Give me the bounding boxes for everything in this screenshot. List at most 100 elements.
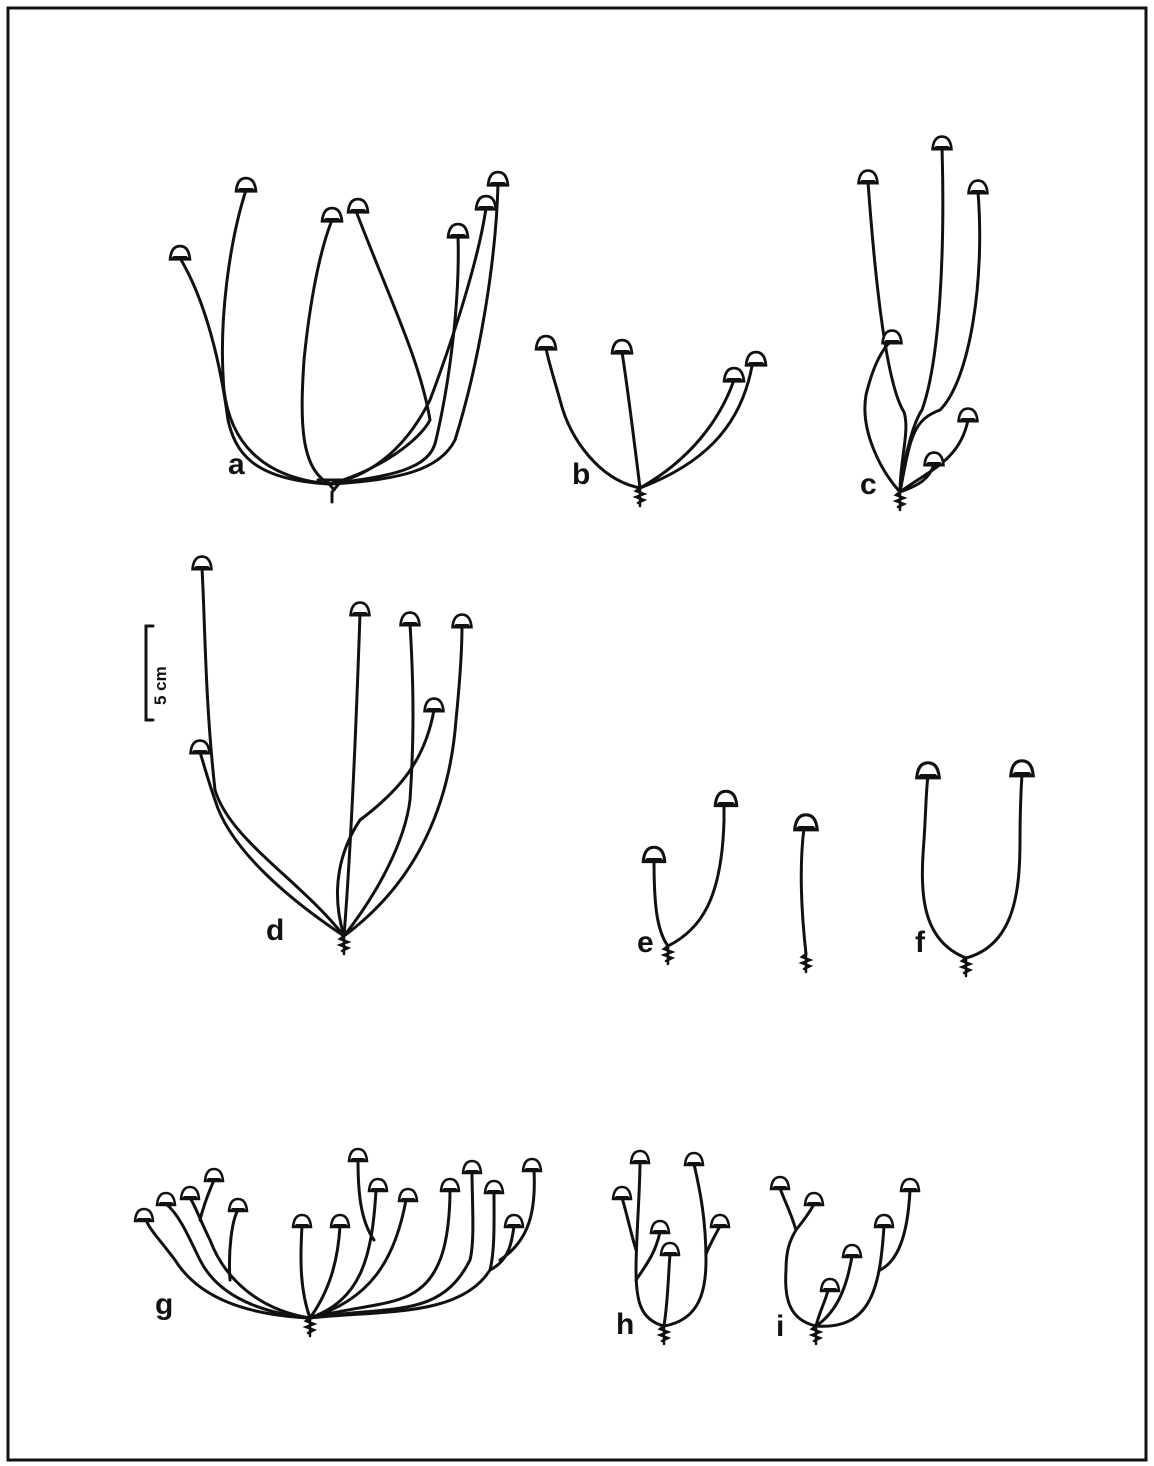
panel-label-b: b [572, 458, 590, 491]
panel-b-cap [612, 340, 632, 353]
panel-d-root-base [340, 936, 348, 954]
panel-h-stipe [706, 1226, 720, 1254]
panel-g-cap [181, 1187, 199, 1199]
panel-a-cap [476, 196, 496, 209]
panel-g-cap-gills [485, 1190, 503, 1193]
panel-e-cap-gills [643, 858, 665, 862]
panel-h-stipe [622, 1198, 636, 1250]
panel-d-stipe [200, 752, 344, 936]
panel-g-cap [399, 1189, 417, 1201]
panel-d-cap [193, 557, 212, 570]
panel-g-cap [293, 1215, 311, 1227]
panel-e-cap-gills [795, 826, 818, 830]
scale-bar: 5 cm [146, 626, 170, 720]
panel-g-cap [523, 1159, 541, 1171]
panel-h-cap-gills [613, 1196, 631, 1199]
panel-a-cap-gills [488, 182, 508, 185]
panel-i-cap [843, 1245, 861, 1257]
panel-c-cap [969, 181, 988, 194]
panel-c-root-base [896, 492, 904, 510]
panel-b-cap-gills [746, 362, 766, 365]
panel-c-stipe [900, 192, 980, 492]
panel-b-stipe [640, 366, 752, 488]
panel-label-d: d [266, 914, 284, 947]
panel-f-root-base [962, 958, 970, 976]
panel-g-cap [349, 1149, 367, 1161]
panel-g-cap-gills [441, 1188, 459, 1191]
panel-e-root-base [802, 954, 810, 972]
panel-a-stipe [330, 211, 430, 484]
panel-d-cap-gills [191, 750, 210, 753]
panel-label-h: h [616, 1308, 634, 1341]
panel-f-stipe [966, 774, 1022, 958]
panel-h-cap [711, 1215, 729, 1227]
panel-c-cap-gills [969, 190, 988, 193]
panel-g-cap [369, 1179, 387, 1191]
panel-g-cap-gills [293, 1224, 311, 1227]
panel-d-cap [351, 603, 370, 616]
panel-g-stipe [310, 1190, 376, 1318]
panel-e-root-base [664, 946, 672, 964]
panel-label-i: i [776, 1310, 784, 1343]
panel-a-cap [322, 208, 342, 221]
panel-g-cap-gills [331, 1224, 349, 1227]
panel-h-cap [685, 1153, 703, 1165]
panel-a-cap-gills [170, 256, 190, 259]
panel-g-stipe [310, 1172, 473, 1318]
panel-i-cap [821, 1279, 839, 1291]
panel-g-cap [485, 1181, 503, 1193]
panel-g-cap [157, 1193, 175, 1205]
panel-a-cap-gills [476, 206, 496, 209]
panel-h-stipe [664, 1254, 670, 1326]
panel-g-stipe [166, 1204, 310, 1318]
panel-h-cap-gills [685, 1162, 703, 1165]
panel-a-cap-gills [236, 188, 256, 191]
panel-c-cap [859, 171, 878, 184]
panel-g-root-base [306, 1318, 314, 1336]
panel-g-cap-gills [157, 1202, 175, 1205]
panel-a-cap [236, 178, 256, 191]
panel-e-cap [715, 791, 737, 805]
panel-e-stipe [668, 804, 724, 946]
panel-i-stipe [796, 1204, 814, 1230]
panel-i-cap [875, 1215, 893, 1227]
panel-h-cap-gills [661, 1252, 679, 1255]
panel-b-cap-gills [612, 350, 632, 353]
panel-e-stipe [801, 828, 806, 954]
panel-h-cap-gills [631, 1160, 649, 1163]
panel-g-cap [463, 1161, 481, 1173]
panel-a-cap [448, 224, 468, 237]
panel-i-cap-gills [901, 1188, 919, 1191]
panel-g-cap-gills [463, 1170, 481, 1173]
panel-d-cap-gills [193, 566, 212, 569]
panel-a-cap-gills [448, 234, 468, 237]
panel-c-cap [883, 331, 902, 344]
panel-d-cap-gills [401, 622, 420, 625]
panel-b-cap [724, 368, 744, 381]
panel-f-cap-gills [1011, 772, 1034, 776]
panel-c-cap-gills [933, 146, 952, 149]
panel-h-cap-gills [711, 1224, 729, 1227]
panel-h-cap [651, 1221, 669, 1233]
mushroom-drawings [135, 137, 1033, 1344]
panel-g-cap-gills [523, 1168, 541, 1171]
panel-b-cap-gills [724, 378, 744, 381]
panel-i-stipe [816, 1226, 884, 1326]
panel-i-cap-gills [821, 1288, 839, 1291]
panel-d-cap-gills [425, 708, 444, 711]
panel-d-cap [425, 699, 444, 712]
panel-d-cap [401, 613, 420, 626]
panel-a-cap [348, 199, 368, 212]
panel-g-stipe [190, 1198, 310, 1318]
panel-e-cap [795, 815, 818, 830]
panel-b-cap [746, 352, 766, 365]
panel-i-cap-gills [771, 1186, 789, 1189]
panel-g-cap-gills [349, 1158, 367, 1161]
panel-d-stipe [344, 614, 360, 936]
panel-f-cap-gills [917, 774, 940, 778]
panel-i-cap [805, 1193, 823, 1205]
panel-e-cap [643, 847, 665, 861]
panel-d-cap [453, 615, 472, 628]
panel-h-root-base [660, 1326, 668, 1344]
scale-bar-label: 5 cm [151, 666, 170, 705]
